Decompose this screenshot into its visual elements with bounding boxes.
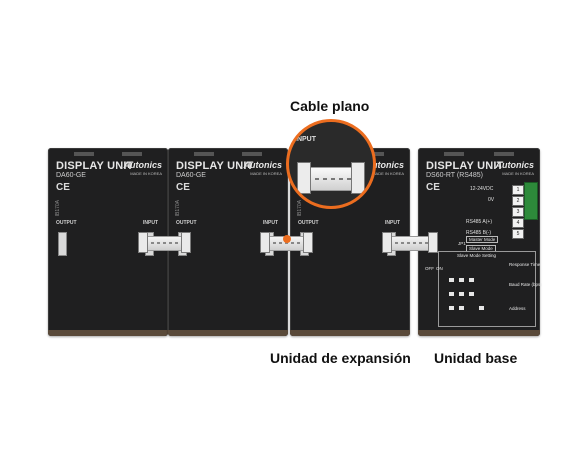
brand-logo: Autonics (243, 160, 282, 170)
made-in: MADE IN KOREA (250, 171, 282, 176)
unit-title: DISPLAY UNIT (176, 160, 254, 172)
terminal-label-4: RS485 A(+) (466, 219, 492, 225)
cable-plug (181, 232, 191, 253)
terminal-num-5: 5 (512, 229, 524, 239)
callout-anchor-dot (283, 235, 291, 243)
part-code: IB170A (297, 200, 303, 217)
unit-title: DISPLAY UNIT (426, 160, 504, 172)
zoom-plug-right (351, 162, 365, 194)
model-code: DA60-GE (56, 172, 86, 179)
input-label: INPUT (143, 220, 158, 226)
made-in: MADE IN KOREA (130, 171, 162, 176)
model-code: DS60-RT (RS485) (426, 172, 483, 179)
terminal-block (524, 182, 538, 220)
cable-plug (382, 232, 392, 253)
ce-mark: CE (176, 182, 190, 193)
output-label: OUTPUT (56, 220, 77, 226)
terminal-num-2: 2 (512, 196, 524, 206)
terminal-num-1: 1 (512, 185, 524, 195)
address-label: Address (509, 306, 526, 311)
zoom-input-label: INPUT (295, 136, 316, 143)
made-in: MADE IN KOREA (372, 171, 404, 176)
ce-mark: CE (56, 182, 70, 193)
zoom-callout: INPUT (286, 119, 376, 209)
model-code: DA60-GE (176, 172, 206, 179)
dip-switch (469, 278, 474, 282)
jp1-label: JP1 (458, 241, 466, 246)
baud-rate-label: Baud Rate (bps) (509, 282, 542, 287)
made-in: MADE IN KOREA (502, 171, 534, 176)
brand-logo: Autonics (495, 160, 534, 170)
base-unit-caption: Unidad base (434, 350, 518, 366)
zoom-plug-left (297, 162, 311, 194)
cable-plug (138, 232, 148, 253)
brand-logo: Autonics (123, 160, 162, 170)
expansion-unit-caption: Unidad de expansión (270, 350, 411, 366)
off-label: OFF (425, 266, 434, 271)
terminal-label-2: 0V (488, 197, 495, 203)
response-time-label: Response Time (509, 262, 541, 267)
slave-setting-panel: Slave Mode Setting OFF ON Response Time … (425, 251, 542, 327)
output-label: OUTPUT (298, 220, 319, 226)
flat-cable-3 (386, 236, 434, 251)
dip-switch (459, 292, 464, 296)
ce-mark: CE (426, 182, 440, 193)
cable-plug (260, 232, 270, 253)
dip-switch (449, 306, 454, 310)
dip-switch (479, 306, 484, 310)
on-label: ON (436, 266, 443, 271)
output-port (58, 232, 67, 256)
master-mode-label: Master Mode (466, 236, 499, 243)
dip-switch (449, 278, 454, 282)
brand-logo: Autonics (365, 160, 404, 170)
input-label: INPUT (263, 220, 278, 226)
flat-cable-1 (142, 236, 186, 251)
terminal-label-5: RS485 B(-) (466, 230, 492, 236)
base-unit: DISPLAY UNIT Autonics MADE IN KOREA DS60… (418, 148, 542, 336)
slave-setting-title: Slave Mode Setting (457, 253, 497, 258)
dip-switch (469, 292, 474, 296)
terminal-label-1: 12-24VDC (470, 186, 494, 192)
unit-title: DISPLAY UNIT (56, 160, 134, 172)
input-label: INPUT (385, 220, 400, 226)
dip-switch (459, 278, 464, 282)
output-label: OUTPUT (176, 220, 197, 226)
dip-switch (459, 306, 464, 310)
cable-plug (303, 232, 313, 253)
dip-switch (449, 292, 454, 296)
cable-plug (428, 232, 438, 253)
part-code: IB170A (175, 200, 181, 217)
part-code: IB170A (55, 200, 61, 217)
terminal-num-3: 3 (512, 207, 524, 217)
flat-cable-caption: Cable plano (290, 98, 370, 114)
terminal-num-4: 4 (512, 218, 524, 228)
